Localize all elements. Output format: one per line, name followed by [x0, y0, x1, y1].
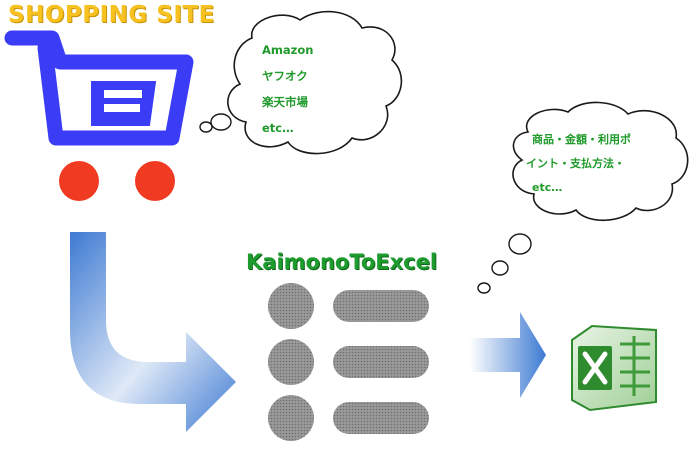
info-bubble-text: 商品・金額・利用ポ イント・支払方法・ etc… [526, 128, 631, 200]
sites-bubble-text: Amazon ヤフオク 楽天市場 etc… [262, 37, 313, 141]
info-line: 商品・金額・利用ポ [532, 133, 631, 146]
site-item: ヤフオク [262, 69, 308, 83]
curved-arrow-icon [70, 232, 236, 432]
cart-wheel-left [59, 161, 99, 201]
shopping-cart-icon [4, 30, 194, 201]
excel-icon [571, 324, 657, 412]
info-line: etc… [532, 181, 563, 194]
sites-thought-bubble [199, 10, 403, 155]
right-arrow-icon [470, 312, 546, 398]
site-item: etc… [262, 121, 294, 135]
site-item: 楽天市場 [262, 95, 308, 109]
shopping-site-title: SHOPPING SITE [8, 2, 215, 28]
list-icon [268, 283, 429, 441]
app-title: KaimonoToExcel [246, 250, 438, 274]
info-line: イント・支払方法・ [526, 157, 625, 170]
cart-wheel-right [135, 161, 175, 201]
site-item: Amazon [262, 43, 314, 57]
info-thought-bubble [477, 101, 689, 294]
